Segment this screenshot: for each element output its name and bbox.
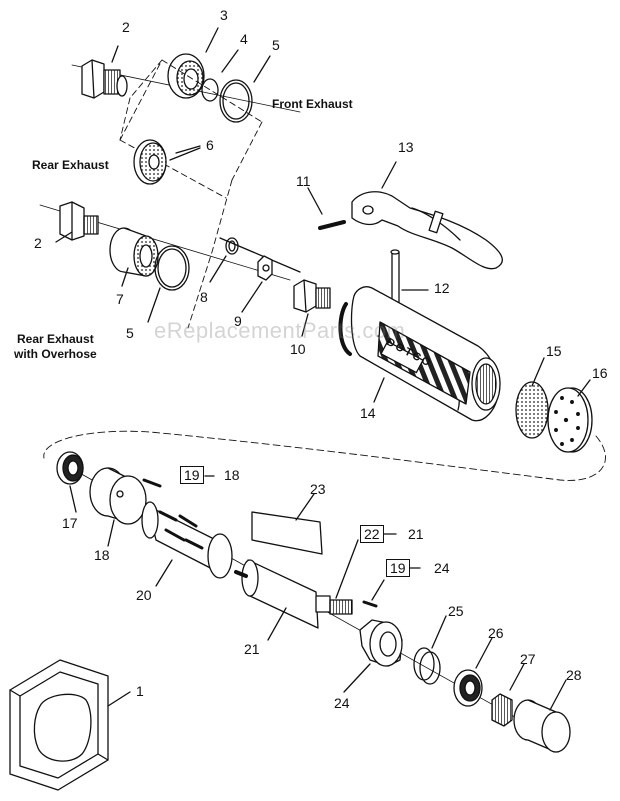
label-part-11: 11 [296,173,311,189]
caption-rear-exhaust: Rear Exhaust [32,158,109,172]
label-part-21: 21 [244,641,260,657]
label-part-9: 9 [234,313,242,329]
label-part-1: 1 [136,683,144,699]
label-part-4: 4 [240,31,248,47]
part-19-dowel-pin [144,480,160,486]
part-23-rotor-blades [252,512,322,554]
label-part-18-ref: 18 [224,467,240,483]
label-part-13: 13 [398,139,414,155]
part-25-spacer [414,648,440,684]
part-26-front-bearing [454,670,482,706]
part-4-o-ring [202,79,218,101]
part-27-collet [492,694,512,726]
part-24-clamp-nut [360,620,402,666]
part-21-rotor [236,560,352,628]
label-part-16: 16 [592,365,608,381]
caption-rear-exhaust-overhose: Rear Exhaust with Overhose [14,332,97,361]
label-part-20: 20 [136,587,152,603]
label-part-14: 14 [360,405,376,421]
label-part-22: 22 [360,525,384,543]
label-part-15: 15 [546,343,562,359]
part-19-dowel-pin-front [364,602,376,606]
part-2-fitting-rear [60,202,98,240]
part-5-ring-front [220,80,252,122]
part-17-rear-bearing [57,452,83,484]
part-5-ring-rear [155,246,189,290]
part-2-fitting-front [82,60,127,98]
label-part-17: 17 [62,515,78,531]
label-part-19-bottom: 19 [386,559,410,577]
label-part-7: 7 [116,291,124,307]
label-part-21-ref: 21 [408,526,424,542]
part-8-retaining-ring [226,238,238,254]
part-13-throttle-lever [352,192,502,269]
label-part-27: 27 [520,651,536,667]
label-part-5-top: 5 [272,37,280,53]
part-6-muffler-disc [134,140,166,184]
watermark: eReplacementParts.com [154,318,406,343]
label-part-2-bottom: 2 [34,235,42,251]
label-part-2-top: 2 [122,19,130,35]
part-3-exhaust-cap [168,54,204,98]
label-part-26: 26 [488,625,504,641]
part-28-collet-nut [514,700,570,752]
label-part-6: 6 [206,137,214,153]
caption-front-exhaust: Front Exhaust [272,97,353,111]
part-11-pin [320,222,344,228]
label-part-12: 12 [434,280,450,296]
label-part-25: 25 [448,603,464,619]
part-9-valve [220,238,300,280]
label-part-19-top: 19 [180,466,204,484]
label-part-5-bottom: 5 [126,325,134,341]
part-18-rear-end-plate [90,468,146,524]
label-part-3: 3 [220,7,228,23]
part-20-cylinder [142,502,232,578]
label-part-24-ref: 24 [434,560,450,576]
label-part-24: 24 [334,695,350,711]
part-14-motor-housing [340,287,500,421]
label-part-18: 18 [94,547,110,563]
part-10-valve-seat [294,280,330,312]
part-12-push-pin [391,250,399,314]
label-part-8: 8 [200,289,208,305]
part-15-filter-screen [516,382,548,438]
label-part-10: 10 [290,341,306,357]
label-part-28: 28 [566,667,582,683]
part-16-end-plate [548,388,592,452]
label-part-23: 23 [310,481,326,497]
part-1-protective-boot [10,660,108,790]
part-7-overhose-adapter [110,228,158,276]
